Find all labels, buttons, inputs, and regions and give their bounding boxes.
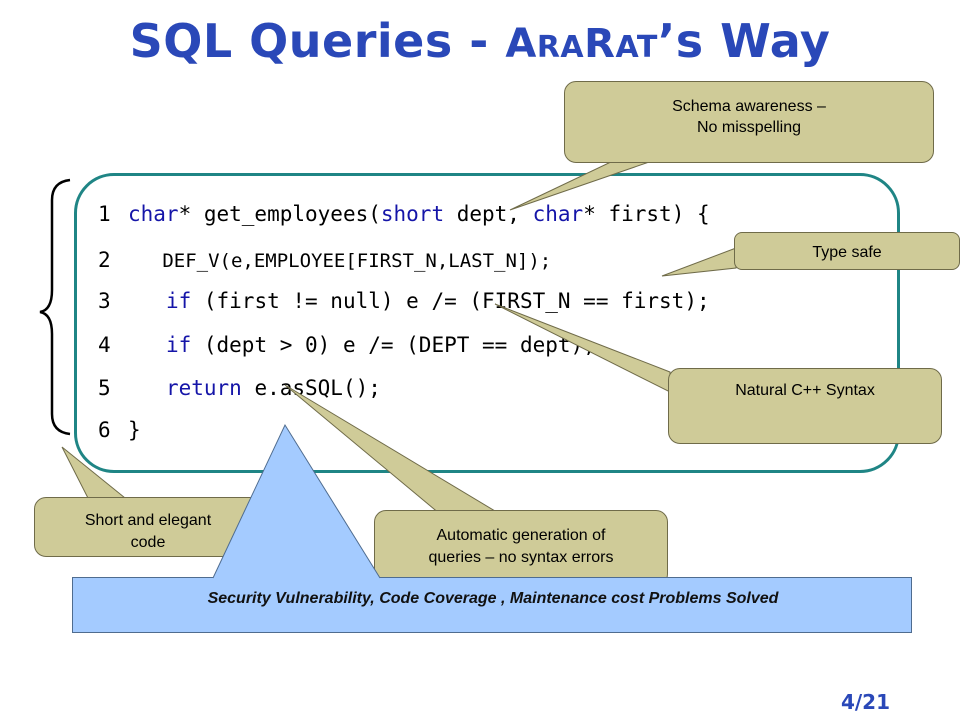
banner-pointer [213, 425, 380, 578]
code-text: DEF_V(e,EMPLOYEE[FIRST_N,LAST_N]); [128, 250, 552, 272]
page-number: 4/21 [840, 690, 890, 714]
line-number: 4 [98, 333, 111, 357]
keyword: char [532, 202, 584, 226]
callout-schema-awareness: Schema awareness – No misspelling [564, 81, 934, 163]
keyword: return [165, 376, 242, 400]
code-line-3: 3 if (first != null) e /= (FIRST_N == fi… [98, 289, 710, 313]
keyword: char [128, 202, 179, 226]
callout-type-safe: Type safe [734, 232, 960, 270]
callout-text: Automatic generation of [436, 527, 606, 544]
code-text: (first != null) e /= (FIRST_N == first); [191, 289, 710, 313]
slide-title: SQL Queries - ARARAT’s Way [0, 14, 960, 68]
code-text: (dept > 0) e /= (DEPT == dept); [191, 333, 596, 357]
callout-text: Schema awareness – [672, 98, 826, 115]
title-smallcaps-r: R [584, 21, 616, 67]
line-number: 5 [98, 376, 111, 400]
line-number: 2 [98, 248, 111, 272]
code-text: dept, [444, 202, 533, 226]
keyword: short [380, 202, 445, 226]
callout-natural-syntax: Natural C++ Syntax [668, 368, 942, 444]
callout-text: No misspelling [696, 119, 802, 136]
callout-short-elegant: Short and elegant code [34, 497, 262, 557]
code-line-4: 4 if (dept > 0) e /= (DEPT == dept); [98, 333, 596, 357]
title-smallcaps-at: AT [615, 30, 658, 65]
summary-banner-text: Security Vulnerability, Code Coverage , … [207, 590, 779, 607]
keyword: if [165, 333, 192, 357]
code-line-5: 5 return e.asSQL(); [98, 376, 381, 400]
code-text: } [128, 418, 141, 442]
title-text: SQL Queries - [129, 14, 506, 68]
callout-text: queries – no syntax errors [428, 549, 614, 566]
title-smallcaps-ra: RA [536, 30, 585, 65]
line-number: 6 [98, 418, 111, 442]
keyword: if [165, 289, 192, 313]
callout-auto-generation: Automatic generation of queries – no syn… [374, 510, 668, 586]
title-text-suffix: ’s Way [657, 14, 831, 68]
callout-text: code [130, 534, 166, 551]
line-number: 1 [98, 202, 111, 226]
callout-text: Natural C++ Syntax [735, 382, 875, 399]
summary-banner: Security Vulnerability, Code Coverage , … [72, 577, 912, 633]
line-number: 3 [98, 289, 111, 313]
title-smallcaps-a: A [505, 21, 537, 67]
code-line-2: 2 DEF_V(e,EMPLOYEE[FIRST_N,LAST_N]); [98, 248, 551, 272]
callout-text: Type safe [812, 244, 882, 261]
code-line-6: 6} [98, 418, 141, 442]
callout-text: Short and elegant [84, 512, 212, 529]
code-text: * get_employees( [178, 202, 381, 226]
code-text: e.asSQL(); [241, 376, 381, 400]
code-text: * first) { [583, 202, 710, 226]
